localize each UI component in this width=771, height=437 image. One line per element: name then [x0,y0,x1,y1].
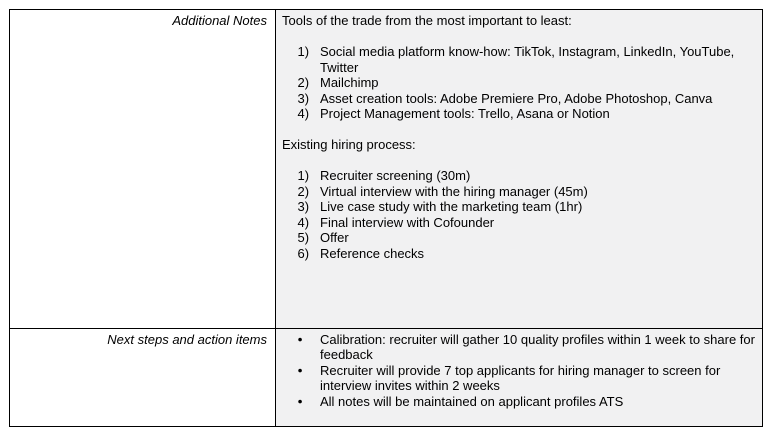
next-steps-label-cell[interactable]: Next steps and action items [9,327,276,428]
list-item-text: Virtual interview with the hiring manage… [320,183,588,199]
blank-line [282,29,755,45]
list-item: 2) Mailchimp [282,75,755,91]
blank-line [282,153,755,169]
hiring-process-list: 1) Recruiter screening (30m) 2) Virtual … [282,168,755,261]
list-item: 4) Project Management tools: Trello, Asa… [282,106,755,122]
row-label: Next steps and action items [107,331,267,347]
hiring-process-heading: Existing hiring process: [282,137,416,152]
list-number: 6) [297,245,310,261]
list-item: ● Calibration: recruiter will gather 10 … [282,332,755,363]
list-item-text: Calibration: recruiter will gather 10 qu… [320,331,755,363]
blank-line [282,122,755,138]
table-row-additional-notes: Additional Notes Tools of the trade from… [9,9,763,329]
list-number: 4) [297,106,310,121]
list-item-text: Live case study with the marketing team … [320,199,583,214]
list-item: 5) Offer [282,230,755,246]
list-item: 3) Live case study with the marketing te… [282,199,755,215]
list-item-text: Social media platform know-how: TikTok, … [320,44,735,75]
additional-notes-content-cell[interactable]: Tools of the trade from the most importa… [275,9,763,329]
list-number: 5) [297,230,310,245]
list-item-text: Asset creation tools: Adobe Premiere Pro… [320,90,713,106]
list-number: 1) [297,168,310,183]
list-item: 2) Virtual interview with the hiring man… [282,184,755,200]
table-row-next-steps: Next steps and action items ● Calibratio… [9,327,763,428]
list-item-text: Offer [320,230,349,245]
additional-notes-label-cell[interactable]: Additional Notes [9,9,276,329]
row-label: Additional Notes [172,13,267,28]
list-item: 4) Final interview with Cofounder [282,215,755,231]
list-item: 1) Recruiter screening (30m) [282,168,755,184]
list-item-text: All notes will be maintained on applican… [320,393,624,409]
bullet-icon: ● [297,333,303,344]
list-item: ● All notes will be maintained on applic… [282,394,755,410]
list-item-text: Reference checks [320,245,425,261]
tools-heading: Tools of the trade from the most importa… [282,13,572,28]
next-steps-list: ● Calibration: recruiter will gather 10 … [282,332,755,410]
list-number: 2) [297,75,310,90]
list-item: ● Recruiter will provide 7 top applicant… [282,363,755,394]
list-item-text: Mailchimp [320,75,379,90]
list-number: 2) [297,183,310,199]
list-number: 1) [297,44,310,59]
list-item-text: Recruiter screening (30m) [320,168,471,183]
list-item-text: Final interview with Cofounder [320,214,495,230]
tools-list: 1) Social media platform know-how: TikTo… [282,44,755,122]
list-number: 4) [297,214,310,230]
list-item: 1) Social media platform know-how: TikTo… [282,44,755,75]
list-item: 6) Reference checks [282,246,755,262]
list-number: 3) [297,90,310,106]
bullet-icon: ● [297,395,303,406]
next-steps-content-cell[interactable]: ● Calibration: recruiter will gather 10 … [275,327,763,428]
list-item-text: Project Management tools: Trello, Asana … [320,106,610,121]
notes-table: Additional Notes Tools of the trade from… [9,9,763,428]
bullet-icon: ● [297,364,303,375]
list-item-text: Recruiter will provide 7 top applicants … [320,362,721,394]
list-number: 3) [297,199,310,214]
list-item: 3) Asset creation tools: Adobe Premiere … [282,91,755,107]
